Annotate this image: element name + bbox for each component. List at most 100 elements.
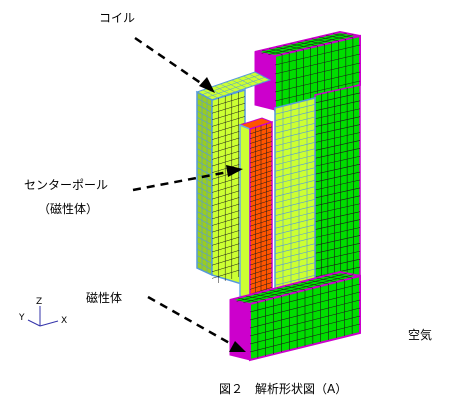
center-pole-material-label: （磁性体） (38, 202, 99, 216)
mesh-line (249, 223, 273, 232)
figure-caption: 図２ 解析形状図（A） (219, 382, 348, 396)
mesh-line (249, 146, 273, 154)
mesh-line (274, 80, 361, 102)
mesh-line (274, 218, 316, 229)
mesh-line (314, 258, 361, 270)
magnetic-body-arrowhead (229, 341, 246, 352)
mesh-line (292, 283, 313, 289)
mesh-line (220, 83, 236, 93)
mesh-line (249, 73, 265, 83)
mesh-line (314, 124, 361, 135)
mesh-line (214, 85, 230, 95)
mesh-line (196, 110, 213, 120)
mesh-line (249, 199, 273, 208)
mesh-line (269, 289, 290, 295)
mesh-line (274, 224, 316, 235)
mesh-line (249, 253, 273, 261)
mesh-line (249, 277, 273, 285)
mesh-line (274, 256, 316, 267)
mesh-line (314, 163, 361, 175)
mesh-line (262, 50, 283, 55)
mesh-line (249, 150, 273, 159)
mesh-line (314, 227, 361, 238)
mesh-line (249, 243, 273, 251)
mesh-line (249, 233, 273, 242)
mesh-line (314, 92, 361, 104)
axis-label-y: Y (18, 313, 25, 323)
mesh-line (249, 155, 273, 164)
mesh-line (249, 131, 273, 139)
mesh-line (237, 297, 258, 303)
mesh-line (249, 126, 273, 135)
mesh-line (314, 100, 361, 112)
mesh-line (249, 165, 273, 173)
mesh-line (236, 273, 347, 302)
outer-magnetic-wall (314, 84, 361, 286)
mesh-line (196, 104, 213, 113)
mesh-line (196, 192, 213, 201)
mesh-line (249, 291, 361, 321)
coil-label: コイル (99, 11, 136, 25)
axis-label-z: Z (36, 297, 42, 307)
mesh-line (314, 235, 361, 246)
y-axis-line (27, 319, 41, 327)
mesh-line (325, 35, 346, 40)
mesh-line (314, 203, 361, 215)
mesh-line (249, 214, 273, 222)
mesh-line (249, 262, 273, 271)
mesh-line (274, 249, 316, 261)
mesh-line (196, 179, 213, 189)
magnetic-body-arrow (147, 295, 234, 347)
mesh-line (249, 136, 273, 144)
lower-yoke-mesh (236, 273, 361, 358)
mesh-line (249, 283, 361, 313)
mesh-line (274, 104, 316, 115)
mesh-line (196, 186, 213, 195)
mesh-line (332, 33, 353, 38)
center-pole-arrow (132, 170, 229, 192)
mesh-line (314, 155, 361, 167)
air-label: 空気 (408, 328, 433, 342)
mesh-line (274, 135, 316, 147)
mesh-line (276, 46, 297, 52)
mesh-line (274, 205, 316, 216)
mesh-line (245, 295, 266, 301)
mesh-line (274, 173, 316, 185)
mesh-line (300, 281, 321, 287)
mesh-line (274, 71, 361, 93)
upper-yoke-mesh (261, 33, 361, 109)
mesh-line (249, 307, 361, 337)
mesh-line (196, 98, 213, 107)
mesh-line (274, 192, 316, 204)
mesh-line (249, 267, 273, 276)
mesh-line (196, 217, 213, 226)
mesh-line (314, 116, 361, 127)
mesh-line (196, 129, 213, 138)
annotation-arrows (132, 36, 246, 352)
mesh-line (249, 204, 273, 212)
mesh-line (196, 248, 213, 258)
mesh-line (290, 43, 311, 48)
mesh-line (274, 123, 316, 134)
mesh-line (274, 237, 316, 248)
lower-magnetic-yoke (229, 270, 361, 362)
mesh-line (249, 218, 273, 227)
axis-label-x: X (61, 316, 67, 326)
mesh-line (311, 38, 332, 43)
mesh-line (243, 274, 354, 303)
mesh-line (196, 148, 213, 157)
mesh-line (314, 148, 361, 159)
mesh-line (274, 167, 316, 178)
mesh-line (314, 108, 361, 120)
center-pole-mesh (249, 123, 273, 303)
mesh-line (202, 89, 218, 99)
mesh-line (196, 236, 213, 245)
coil-arrowhead (199, 77, 215, 93)
mesh-line (211, 96, 246, 107)
mesh-line (253, 293, 274, 299)
mesh-line (274, 129, 316, 140)
mesh-line (225, 81, 242, 91)
mesh-line (261, 33, 347, 54)
mesh-line (274, 243, 316, 254)
